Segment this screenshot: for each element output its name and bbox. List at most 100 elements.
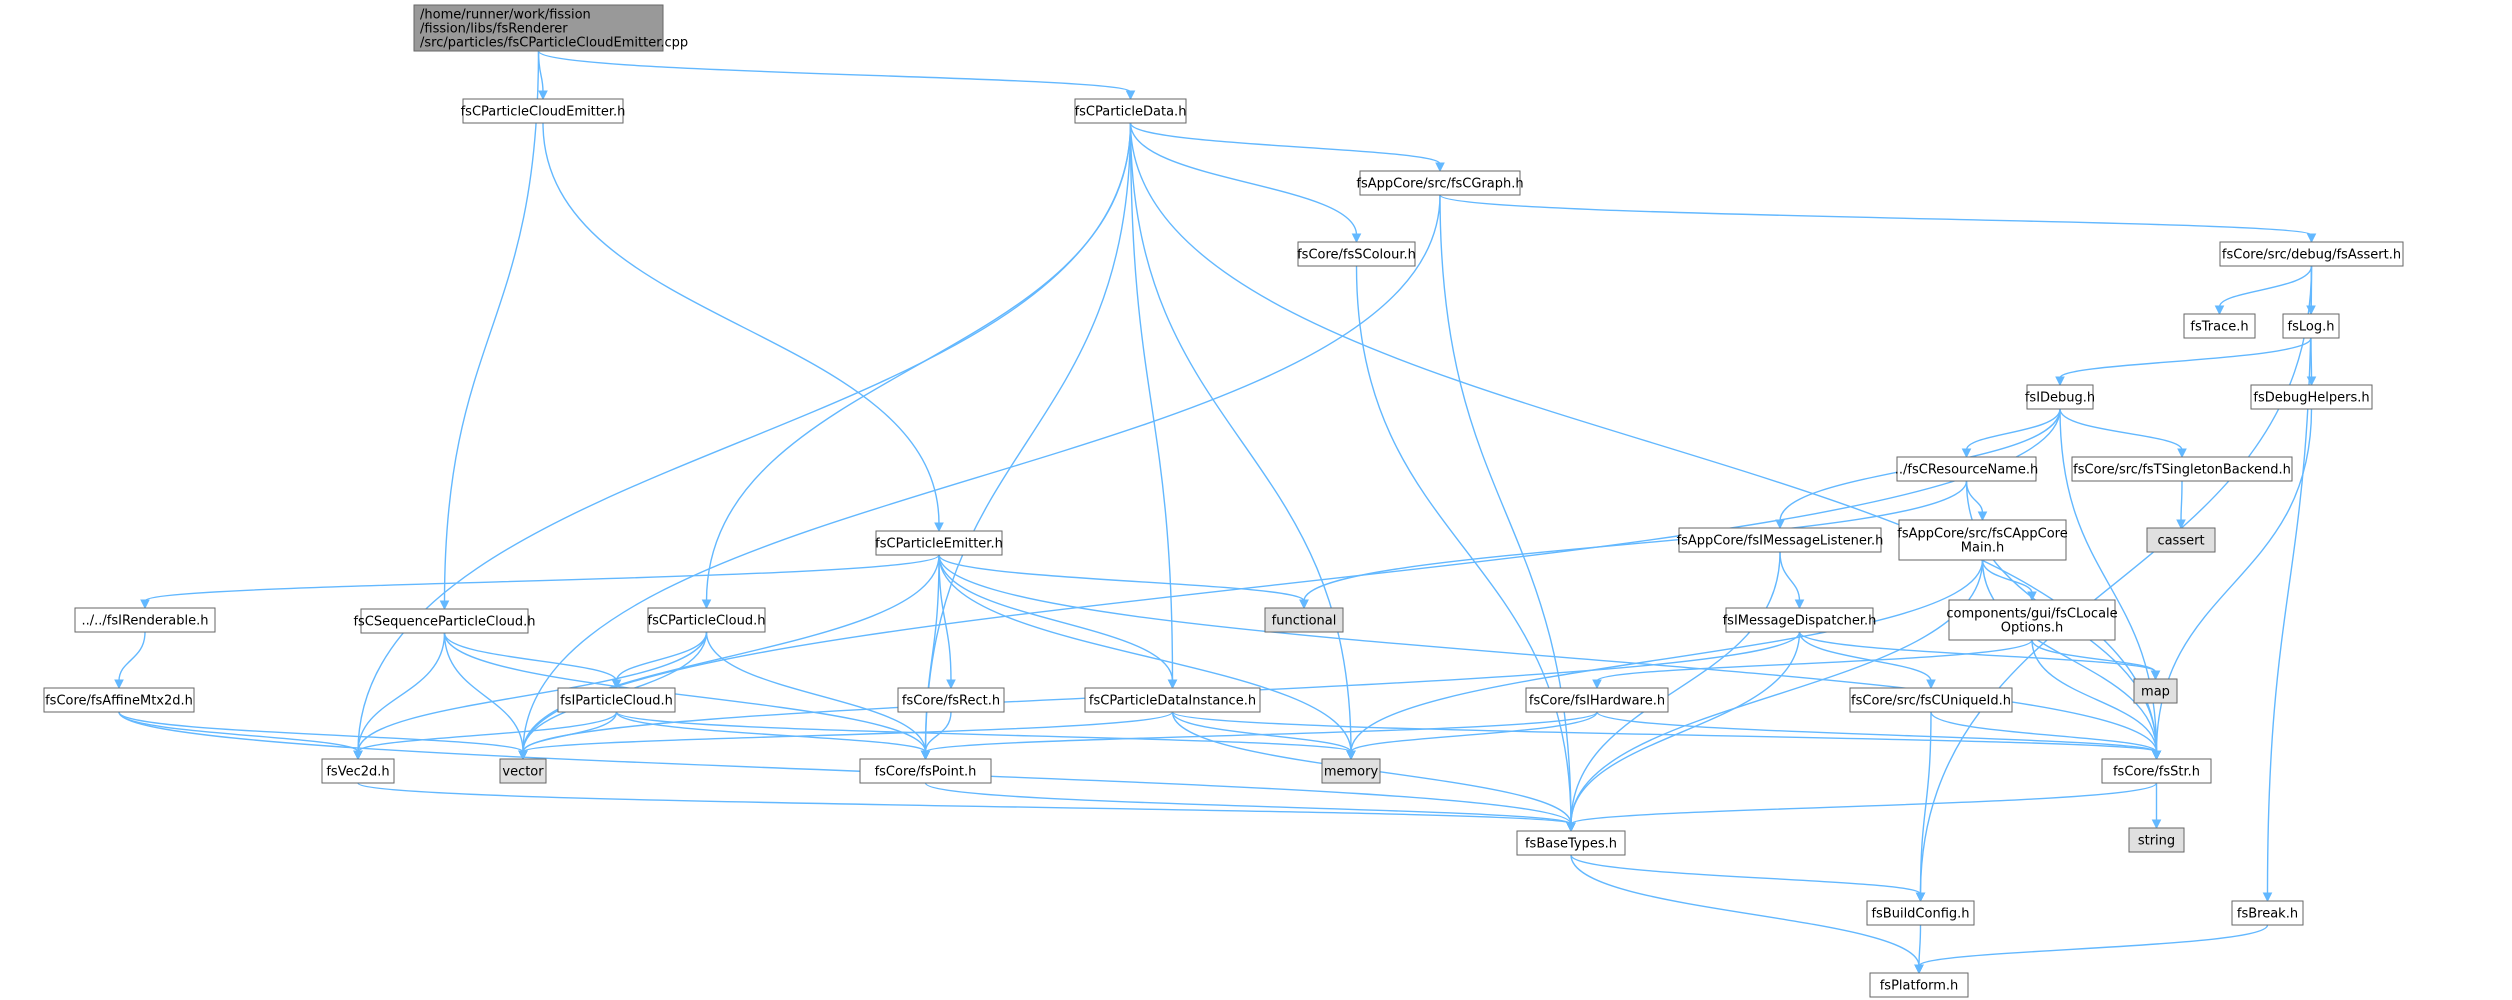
edge-locale-to-ihardware xyxy=(1592,639,2033,690)
node-label: components/gui/fsCLocale xyxy=(1946,607,2117,622)
node-platform[interactable]: fsPlatform.h xyxy=(1869,972,1969,998)
edge-idebug-to-singleton xyxy=(2059,408,2187,459)
node-label: fsDebugHelpers.h xyxy=(2253,391,2369,406)
node-box xyxy=(647,607,766,633)
node-particleData[interactable]: fsCParticleData.h xyxy=(1074,98,1187,124)
node-label: string xyxy=(2138,834,2175,849)
node-box xyxy=(875,530,1003,556)
node-idebug[interactable]: fsIDebug.h xyxy=(2025,384,2095,410)
node-point[interactable]: fsCore/fsPoint.h xyxy=(859,758,992,784)
edge-particleCloud-to-point xyxy=(705,631,931,761)
node-label: functional xyxy=(1272,614,1337,629)
node-label: /home/runner/work/fission xyxy=(420,8,591,23)
node-assert[interactable]: fsCore/src/debug/fsAssert.h xyxy=(2219,241,2404,267)
node-baseTypes[interactable]: fsBaseTypes.h xyxy=(1516,830,1626,856)
node-box xyxy=(499,758,547,784)
node-colour[interactable]: fsCore/fsSColour.h xyxy=(1297,241,1416,267)
node-label: ../../fsIRenderable.h xyxy=(82,614,209,629)
edge-assert-to-trace xyxy=(2214,265,2313,316)
node-label: ../fsCResourceName.h xyxy=(1895,463,2038,478)
node-label: fsCParticleCloud.h xyxy=(648,614,766,629)
node-label: fsCore/fsStr.h xyxy=(2113,765,2200,780)
edge-singleton-to-cassert xyxy=(2176,480,2186,530)
node-break[interactable]: fsBreak.h xyxy=(2231,900,2304,926)
edge-affine-to-vector xyxy=(118,711,528,761)
node-box xyxy=(2219,241,2404,267)
node-ihardware[interactable]: fsCore/fsIHardware.h xyxy=(1525,687,1669,713)
edge-particleData-to-dataInstance xyxy=(1129,122,1178,690)
node-affine[interactable]: fsCore/fsAffineMtx2d.h xyxy=(43,687,195,713)
node-label: Main.h xyxy=(1961,541,2004,556)
node-memory[interactable]: memory xyxy=(1321,758,1381,784)
node-vector[interactable]: vector xyxy=(499,758,547,784)
node-emitter[interactable]: fsCParticleEmitter.h xyxy=(875,530,1003,556)
node-box xyxy=(2071,456,2293,482)
edge-dataInstance-to-vector xyxy=(518,711,1174,761)
node-box xyxy=(1849,687,2013,713)
edge-root-to-seqCloud xyxy=(439,50,540,611)
node-label: fsCore/src/fsCUniqueId.h xyxy=(1851,694,2011,709)
node-label: vector xyxy=(502,765,544,780)
edge-cgraph-to-assert xyxy=(1439,194,2317,244)
node-cgraph[interactable]: fsAppCore/src/fsCGraph.h xyxy=(1356,170,1524,196)
edge-emitter-to-memory xyxy=(938,554,1356,761)
node-str[interactable]: fsCore/fsStr.h xyxy=(2101,758,2212,784)
node-box xyxy=(2250,384,2373,410)
node-label: fsCParticleCloudEmitter.h xyxy=(461,105,626,120)
node-buildConfig[interactable]: fsBuildConfig.h xyxy=(1866,900,1975,926)
node-uniqueId[interactable]: fsCore/src/fsCUniqueId.h xyxy=(1849,687,2013,713)
edge-particleData-to-point xyxy=(920,122,1132,761)
node-map[interactable]: map xyxy=(2133,678,2178,704)
node-iparticleCloud[interactable]: fsIParticleCloud.h xyxy=(557,687,676,713)
edge-assert-to-break xyxy=(2262,265,2313,903)
node-debugHelpers[interactable]: fsDebugHelpers.h xyxy=(2250,384,2373,410)
node-resName[interactable]: ../fsCResourceName.h xyxy=(1895,456,2038,482)
edge-cloudEmitterH-to-emitter xyxy=(542,122,944,533)
node-cloudEmitterH[interactable]: fsCParticleCloudEmitter.h xyxy=(461,98,626,124)
edge-idebug-to-resName xyxy=(1961,408,2061,459)
edge-emitter-to-dataInstance xyxy=(938,554,1178,690)
node-box xyxy=(897,687,1005,713)
edge-baseTypes-to-buildConfig xyxy=(1570,854,1926,903)
node-box xyxy=(1948,599,2116,641)
edge-resName-to-appCoreMain xyxy=(1965,480,1988,522)
node-root[interactable]: /home/runner/work/fission/fission/libs/f… xyxy=(413,4,688,52)
node-cassert[interactable]: cassert xyxy=(2146,527,2216,553)
node-msgDispatcher[interactable]: fsIMessageDispatcher.h xyxy=(1723,607,1877,633)
node-label: fsTrace.h xyxy=(2190,320,2248,335)
node-log[interactable]: fsLog.h xyxy=(2282,313,2340,339)
node-box xyxy=(74,607,216,633)
edge-seqCloud-to-iparticleCloud xyxy=(443,632,622,690)
edge-particleData-to-colour xyxy=(1129,122,1362,244)
edge-particleData-to-vec2d xyxy=(353,122,1132,761)
node-irenderable[interactable]: ../../fsIRenderable.h xyxy=(74,607,216,633)
node-trace[interactable]: fsTrace.h xyxy=(2183,313,2256,339)
node-label: fsCore/fsSColour.h xyxy=(1297,248,1416,263)
edge-dataInstance-to-memory xyxy=(1171,711,1356,761)
edges-layer xyxy=(114,50,2317,975)
node-box xyxy=(1866,900,1975,926)
node-string[interactable]: string xyxy=(2128,827,2185,853)
node-rect[interactable]: fsCore/fsRect.h xyxy=(897,687,1005,713)
node-singleton[interactable]: fsCore/src/fsTSingletonBackend.h xyxy=(2071,456,2293,482)
node-box xyxy=(1321,758,1381,784)
node-box xyxy=(43,687,195,713)
node-dataInstance[interactable]: fsCParticleDataInstance.h xyxy=(1084,687,1261,713)
edge-particleData-to-particleCloud xyxy=(701,122,1132,610)
node-box xyxy=(2133,678,2178,704)
node-label: fsCParticleData.h xyxy=(1075,105,1187,120)
node-label: fsLog.h xyxy=(2288,320,2335,335)
node-box xyxy=(1297,241,1416,267)
edge-log-to-idebug xyxy=(2055,337,2312,387)
node-box xyxy=(1359,170,1521,196)
node-vec2d[interactable]: fsVec2d.h xyxy=(321,758,395,784)
nodes-layer: /home/runner/work/fission/fission/libs/f… xyxy=(43,4,2404,998)
node-functional[interactable]: functional xyxy=(1264,607,1344,633)
node-seqCloud[interactable]: fsCSequenceParticleCloud.h xyxy=(353,608,536,634)
node-msgListener[interactable]: fsAppCore/fsIMessageListener.h xyxy=(1677,527,1884,553)
node-particleCloud[interactable]: fsCParticleCloud.h xyxy=(647,607,766,633)
node-label: fsPlatform.h xyxy=(1880,979,1959,994)
node-label: fsAppCore/fsIMessageListener.h xyxy=(1677,534,1884,549)
